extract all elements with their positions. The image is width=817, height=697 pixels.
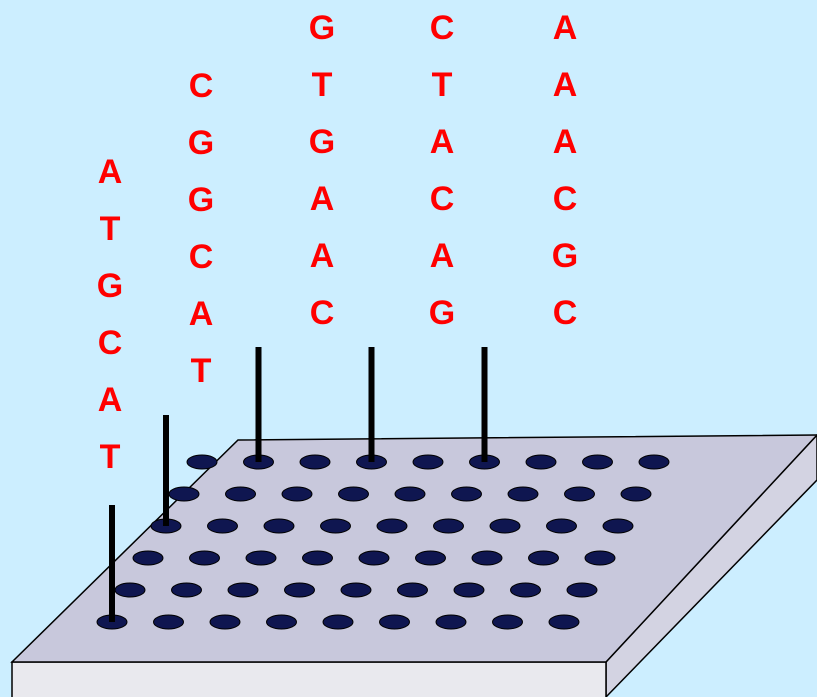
probe-3-base: A (309, 180, 335, 218)
well (379, 614, 410, 630)
probe-2-base: T (190, 352, 212, 390)
well (189, 550, 220, 566)
well (171, 582, 202, 598)
well (132, 550, 164, 566)
well (492, 614, 523, 630)
well (153, 614, 184, 630)
well (207, 518, 238, 534)
probe-1-base: A (97, 153, 123, 191)
probe-3-base: C (309, 294, 335, 332)
well (263, 518, 295, 534)
probe-1-base: A (97, 381, 123, 419)
well (284, 582, 315, 598)
well (602, 518, 634, 534)
well (302, 550, 333, 566)
well (435, 614, 467, 630)
well (376, 518, 408, 534)
well (507, 486, 539, 502)
well (584, 550, 616, 566)
probe-2-base: A (188, 295, 214, 333)
probe-5-base: C (552, 294, 578, 332)
probe-5-base: A (552, 66, 578, 104)
probe-5-base: A (552, 9, 578, 47)
probe-1-base: T (99, 438, 121, 476)
well (245, 550, 277, 566)
probe-2-base: G (187, 181, 215, 219)
probe-2-base: C (188, 67, 214, 105)
well (322, 614, 354, 630)
probe-3-base: G (308, 123, 336, 161)
well (299, 454, 331, 470)
probe-3-base: A (309, 237, 335, 275)
probe-4-base: C (429, 180, 455, 218)
probe-lines (109, 347, 488, 622)
well (433, 518, 464, 534)
probe-4-base: C (429, 9, 455, 47)
well (528, 550, 559, 566)
probe-3-base: G (308, 9, 336, 47)
well (186, 454, 218, 470)
well (564, 486, 595, 502)
well (168, 486, 200, 502)
well-grid (96, 454, 670, 630)
probe-2-base: C (188, 238, 214, 276)
probe-1-base: T (99, 210, 121, 248)
well (582, 454, 613, 470)
probe-1-base: G (96, 267, 124, 305)
well (266, 614, 297, 630)
well (209, 614, 241, 630)
well (566, 582, 598, 598)
well (548, 614, 580, 630)
probe-4-base: G (428, 294, 456, 332)
well (620, 486, 652, 502)
well (320, 518, 351, 534)
probe-4-base: A (429, 123, 455, 161)
well (546, 518, 577, 534)
well (412, 454, 444, 470)
well (453, 582, 485, 598)
well (489, 518, 521, 534)
well (397, 582, 428, 598)
probe-3-base: T (311, 66, 333, 104)
probe-1-base: C (97, 324, 123, 362)
probe-5-base: G (551, 237, 579, 275)
well (451, 486, 482, 502)
probe-5-base: A (552, 123, 578, 161)
probe-2-base: G (187, 124, 215, 162)
chip-front-face (11, 661, 607, 697)
well (281, 486, 313, 502)
well (415, 550, 446, 566)
probe-4-base: T (431, 66, 453, 104)
well (225, 486, 256, 502)
well (358, 550, 390, 566)
well (114, 582, 146, 598)
well (340, 582, 372, 598)
well (394, 486, 426, 502)
well (510, 582, 541, 598)
well (525, 454, 557, 470)
probe-5-base: C (552, 180, 578, 218)
well (638, 454, 670, 470)
well (338, 486, 369, 502)
probe-4-base: A (429, 237, 455, 275)
chip-top-surface (10, 434, 817, 663)
well (471, 550, 503, 566)
well (227, 582, 259, 598)
